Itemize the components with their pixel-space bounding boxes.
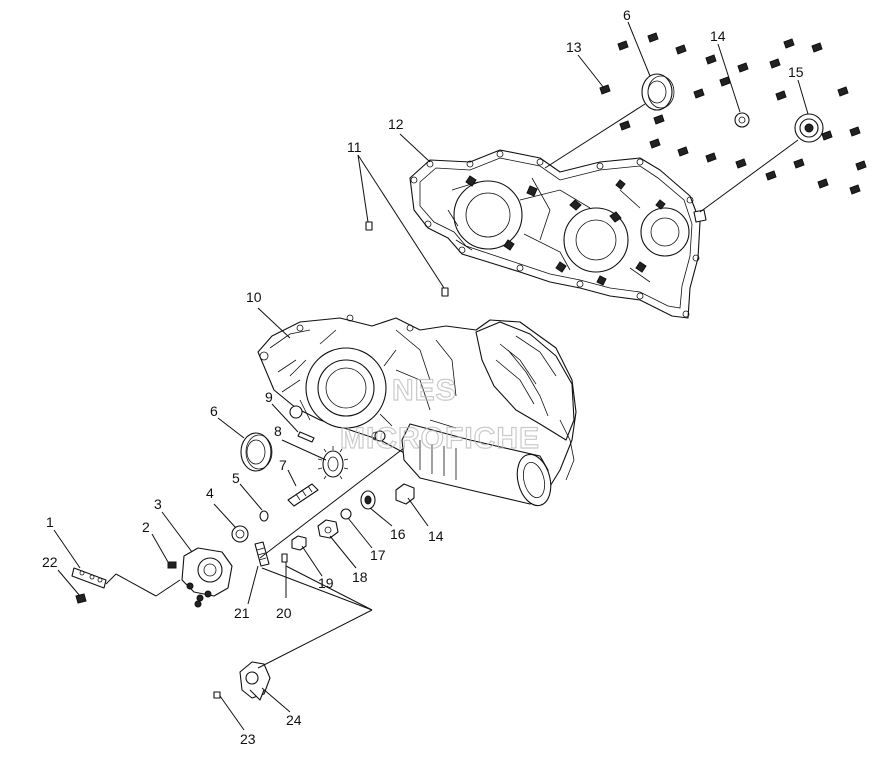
gear-part-16: [360, 490, 376, 510]
callout-16: 16: [390, 526, 406, 542]
callout-12: 12: [388, 116, 404, 132]
callout-2: 2: [142, 519, 150, 535]
screw-part-23: [213, 691, 221, 699]
crankcase-part-10: [257, 314, 577, 507]
callout-4: 4: [206, 485, 214, 501]
spring-part-21: [254, 541, 270, 567]
watermark: NES MICROFICHE: [339, 373, 540, 455]
callout-1: 1: [46, 514, 54, 530]
callout-23: 23: [240, 731, 256, 747]
bracket-part-1: [71, 567, 107, 589]
callout-18: 18: [352, 569, 368, 585]
callout-8: 8: [274, 423, 282, 439]
ball-part-20: [281, 553, 288, 563]
screw-part-2: [167, 561, 177, 569]
callout-7: 7: [279, 457, 287, 473]
nut-part-19: [291, 535, 307, 551]
callout-9: 9: [265, 389, 273, 405]
callout-13: 13: [566, 39, 582, 55]
sensor-part-24: [239, 661, 271, 701]
callout-3: 3: [154, 496, 162, 512]
oil-pump-part-3: [181, 547, 233, 608]
callout-6-upper: 6: [623, 7, 631, 23]
callout-6-lower: 6: [210, 403, 218, 419]
washer-part-4: [231, 525, 249, 543]
crankcase-cover-part-12: [409, 149, 707, 319]
watermark-line-2: MICROFICHE: [340, 422, 540, 455]
cover-bolts-part-13: [599, 32, 867, 195]
callout-labels: 1 2 3 4 5 6 6 7 8 9 10 11 12 13 14 14 15…: [42, 7, 804, 747]
callout-14-upper: 14: [710, 28, 726, 44]
bushing-part-14-lower: [395, 483, 415, 505]
bearing-part-15: [794, 113, 824, 143]
dowel-pins-part-11: [365, 221, 449, 297]
nut-part-22: [75, 593, 87, 604]
bushing-part-14-upper: [734, 112, 750, 128]
oil-seal-part-6-lower: [240, 432, 273, 472]
callout-14-lower: 14: [428, 528, 444, 544]
callout-5: 5: [232, 470, 240, 486]
washer-part-17: [340, 508, 352, 520]
oil-seal-part-6-upper: [641, 73, 675, 111]
callout-22: 22: [42, 554, 58, 570]
callout-11: 11: [347, 139, 362, 155]
callout-15: 15: [788, 64, 804, 80]
callout-19: 19: [318, 575, 334, 591]
callout-10: 10: [246, 289, 262, 305]
callout-17: 17: [370, 547, 386, 563]
pin-part-9: [297, 431, 315, 443]
watermark-line-1: NES: [392, 374, 457, 407]
shaft-part-7: [287, 483, 319, 507]
callout-24: 24: [286, 712, 302, 728]
callout-21: 21: [234, 605, 250, 621]
leader-lines: [53, 21, 809, 731]
callout-20: 20: [276, 605, 292, 621]
gear-part-8: [317, 446, 349, 480]
washer-part-5: [259, 510, 269, 522]
nut-part-18: [317, 519, 339, 539]
